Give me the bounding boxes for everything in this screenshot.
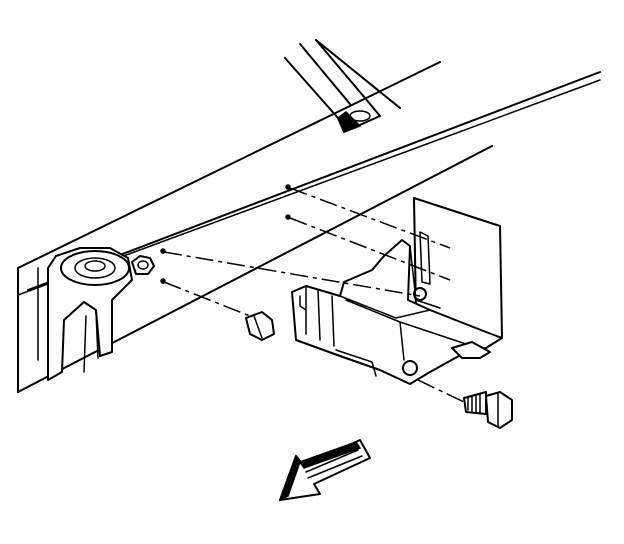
mount-boss: [47, 247, 133, 381]
alignment-lines: [160, 184, 465, 403]
stud: [245, 311, 275, 341]
arrow-forward-icon: [278, 439, 371, 502]
front-mount-bracket: [291, 239, 503, 385]
crossmember-stub: [284, 39, 401, 133]
nut: [131, 255, 155, 275]
mounting-bolt: [463, 391, 513, 429]
